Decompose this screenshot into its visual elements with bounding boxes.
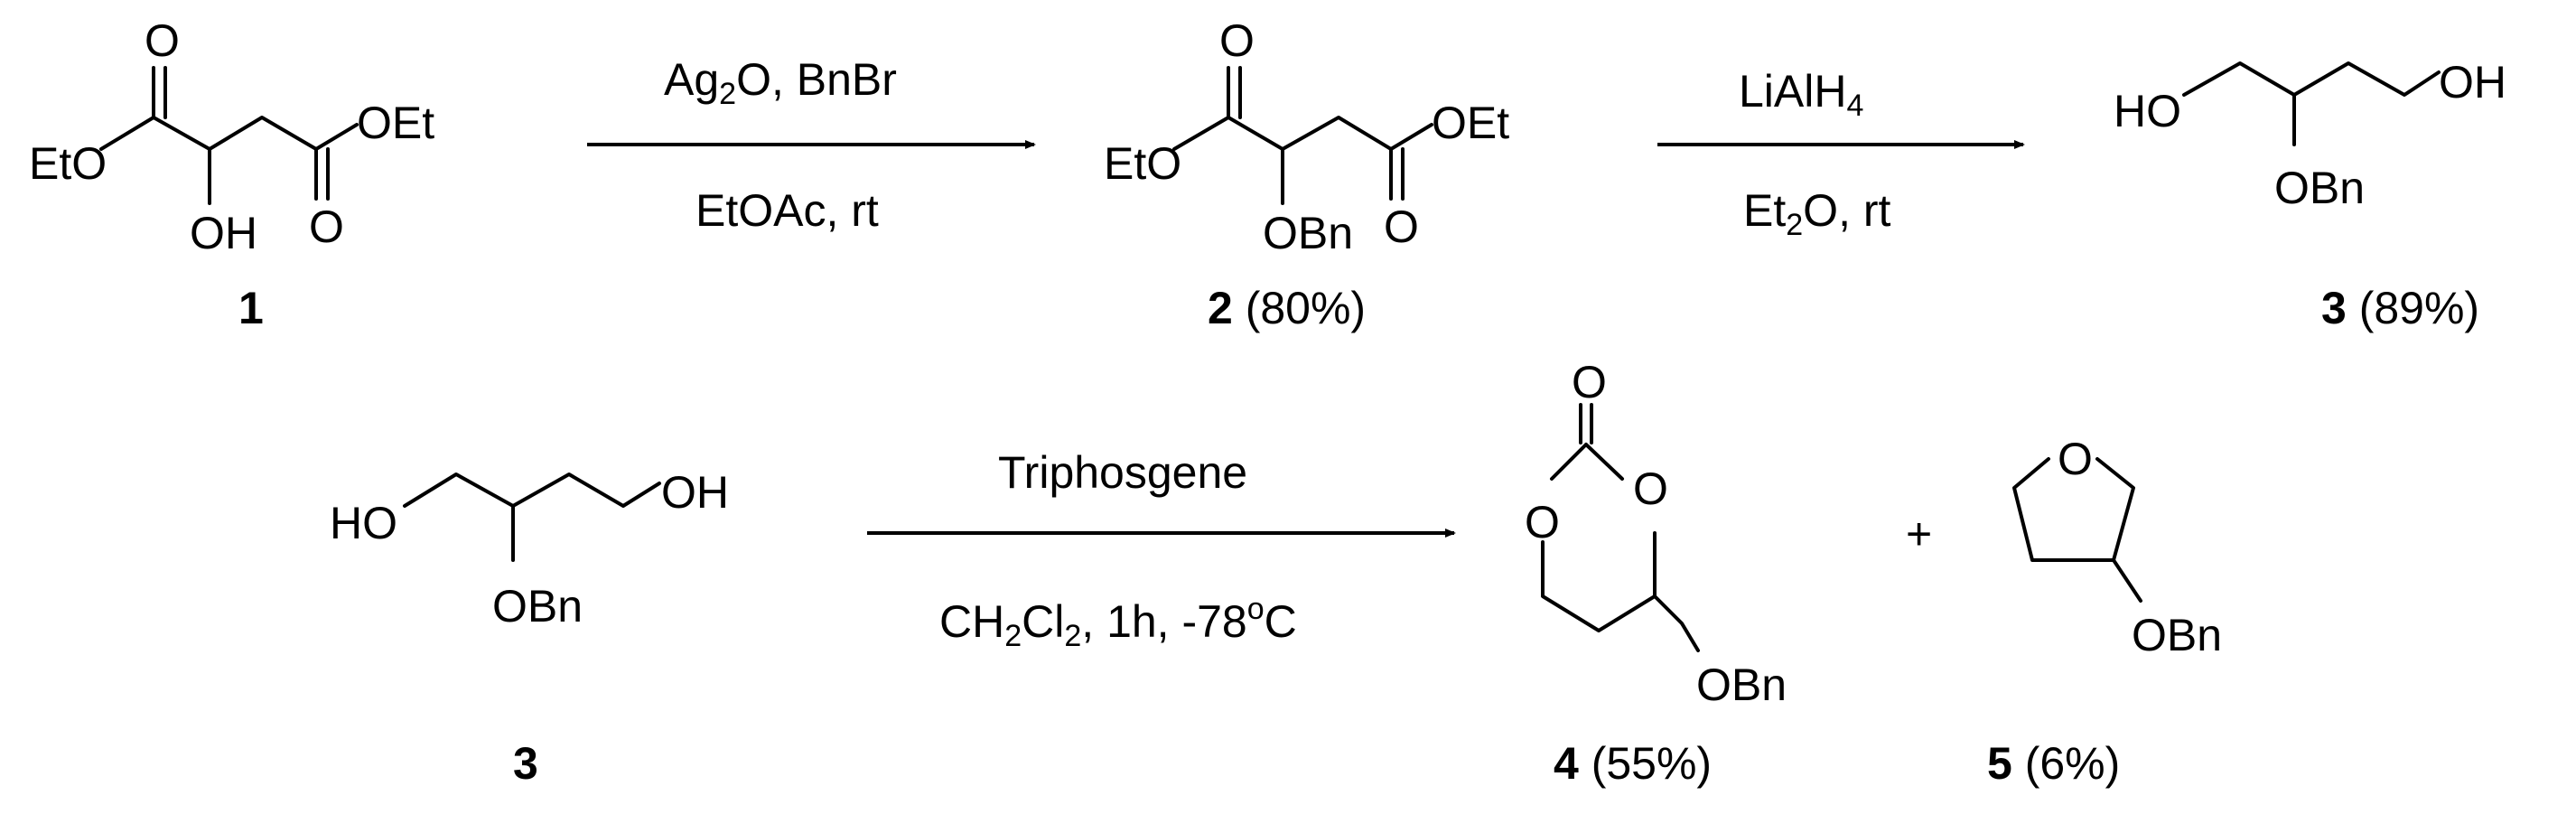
benzyloxy-label: OBn bbox=[492, 581, 583, 632]
arrow-3-reagent: Triphosgene bbox=[998, 447, 1247, 498]
reaction-arrow-1: Ag2O, BnBr EtOAc, rt bbox=[587, 54, 1036, 236]
arrow-3-conditions: CH2Cl2, 1h, -78oC bbox=[939, 592, 1297, 653]
benzyloxy-label: OBn bbox=[2132, 610, 2222, 660]
carbonyl-oxygen-right: O bbox=[309, 201, 344, 252]
ethoxy-right-label: OEt bbox=[357, 98, 434, 148]
carbonyl-oxygen-left: O bbox=[1219, 15, 1255, 66]
plus-sign: + bbox=[1906, 509, 1932, 559]
hydroxyl-left-label: HO bbox=[330, 498, 397, 548]
compound-3-structure: HO OH OBn 3 (89%) bbox=[2114, 57, 2506, 333]
arrow-2-conditions: Et2O, rt bbox=[1743, 185, 1890, 242]
benzyloxy-label: OBn bbox=[2274, 163, 2365, 213]
compound-3-label: 3 (89%) bbox=[2321, 283, 2479, 333]
hydroxyl-label: OH bbox=[190, 208, 257, 258]
benzyloxy-label: OBn bbox=[1263, 208, 1353, 258]
ring-oxygen-right: O bbox=[1633, 463, 1668, 514]
hydroxyl-right-label: OH bbox=[661, 467, 729, 518]
arrow-1-reagents: Ag2O, BnBr bbox=[664, 54, 897, 111]
compound-4-label: 4 (55%) bbox=[1554, 738, 1712, 789]
compound-5-structure: O OBn 5 (6%) bbox=[1987, 434, 2222, 789]
reaction-arrow-3: Triphosgene CH2Cl2, 1h, -78oC bbox=[867, 447, 1456, 653]
hydroxyl-left-label: HO bbox=[2114, 86, 2181, 136]
compound-1-structure: EtO O OH OEt O 1 bbox=[29, 15, 434, 333]
ethoxy-left-label: EtO bbox=[29, 138, 107, 189]
arrow-2-reagent: LiAlH4 bbox=[1739, 66, 1863, 123]
compound-2-structure: EtO O OBn OEt O 2 (80%) bbox=[1104, 15, 1509, 333]
carbonyl-oxygen-right: O bbox=[1384, 201, 1419, 252]
compound-2-label: 2 (80%) bbox=[1208, 283, 1366, 333]
compound-5-label: 5 (6%) bbox=[1987, 738, 2120, 789]
ring-oxygen-left: O bbox=[1525, 497, 1560, 547]
carbonyl-oxygen: O bbox=[1572, 357, 1607, 407]
compound-3-start-structure: HO OH OBn 3 bbox=[330, 467, 729, 789]
hydroxyl-right-label: OH bbox=[2439, 57, 2506, 108]
reaction-arrow-2: LiAlH4 Et2O, rt bbox=[1657, 66, 2025, 242]
compound-3-number: 3 bbox=[513, 738, 538, 789]
compound-1-number: 1 bbox=[238, 283, 264, 333]
compound-4-structure: O O O OBn 4 (55%) bbox=[1525, 357, 1787, 789]
ethoxy-left-label: EtO bbox=[1104, 138, 1181, 189]
ring-oxygen: O bbox=[2058, 434, 2093, 484]
arrow-1-conditions: EtOAc, rt bbox=[695, 185, 879, 236]
ethoxy-right-label: OEt bbox=[1432, 98, 1509, 148]
carbonyl-oxygen-left: O bbox=[145, 15, 180, 66]
benzyloxy-label: OBn bbox=[1696, 660, 1787, 710]
